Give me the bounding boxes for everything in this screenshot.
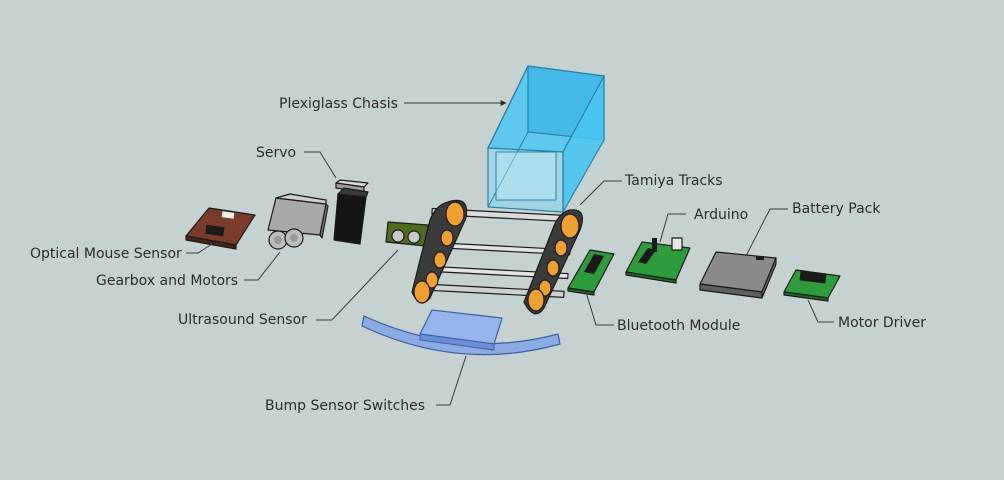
label-tamiya-tracks: Tamiya Tracks: [625, 173, 723, 189]
label-bump-sensor-switches: Bump Sensor Switches: [265, 398, 426, 414]
servo: [333, 179, 369, 245]
label-plexiglass-chasis: Plexiglass Chasis: [279, 96, 398, 112]
optical-mouse-sensor: [185, 207, 256, 250]
label-bluetooth-module: Bluetooth Module: [617, 318, 741, 334]
label-ultrasound-sensor: Ultrasound Sensor: [178, 312, 307, 328]
gearbox-motors: [267, 193, 329, 250]
label-gearbox-and-motors: Gearbox and Motors: [96, 273, 239, 289]
bump-sensor-switches: [361, 309, 561, 356]
motor-driver: [783, 269, 841, 302]
label-arduino: Arduino: [694, 207, 749, 223]
label-motor-driver: Motor Driver: [838, 315, 926, 331]
label-servo: Servo: [256, 145, 297, 161]
label-battery-pack: Battery Pack: [792, 201, 881, 217]
tamiya-tracks: [411, 199, 583, 315]
battery-pack: [699, 251, 777, 299]
leader-lines: [186, 100, 834, 406]
label-optical-mouse-sensor: Optical Mouse Sensor: [30, 246, 182, 262]
ultrasound-sensor: [385, 221, 429, 247]
arduino: [625, 237, 691, 284]
bluetooth-module: [567, 249, 615, 296]
plexiglass-chassis: [487, 65, 605, 215]
